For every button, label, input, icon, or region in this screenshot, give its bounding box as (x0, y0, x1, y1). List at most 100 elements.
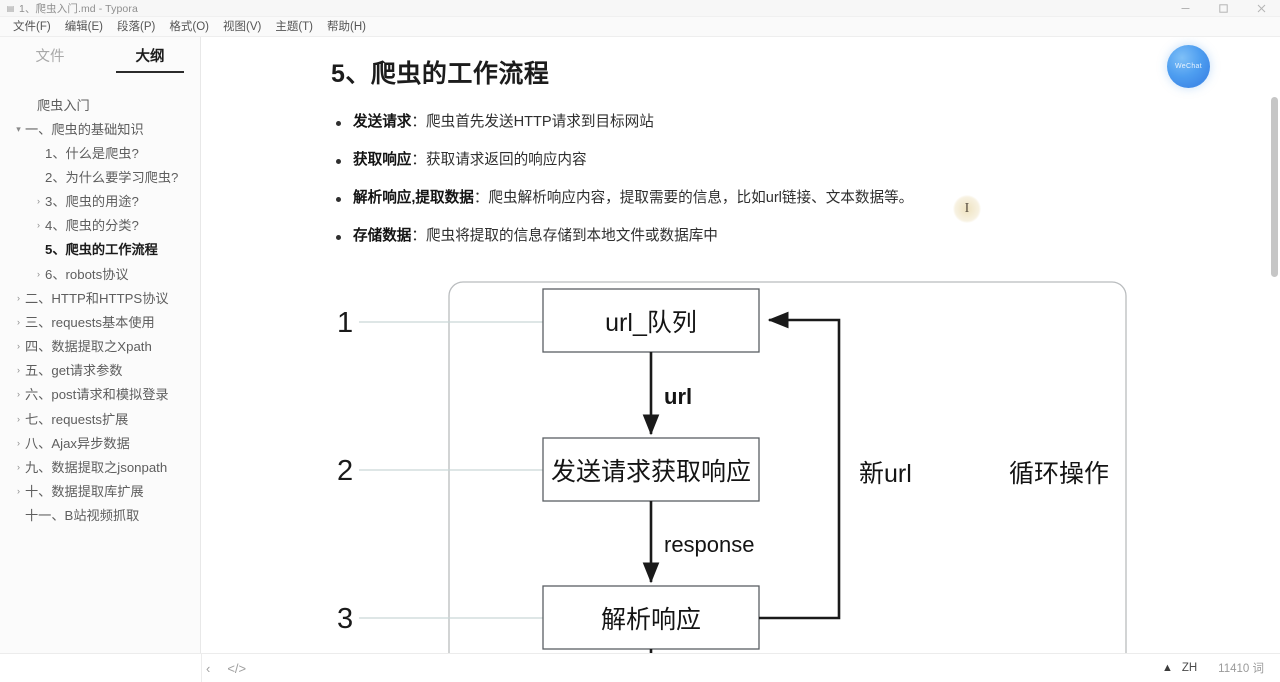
outline-list: 爬虫入门 ▾ 一、爬虫的基础知识 1、什么是爬虫? 2、为什么要学习爬虫? ›3、爬虫的用… (0, 79, 200, 653)
outline-item[interactable]: 2、为什么要学习爬虫? (8, 165, 192, 189)
document-icon: ▤ (6, 3, 15, 13)
menu-bar: 文件(F) 编辑(E) 段落(P) 格式(O) 视图(V) 主题(T) 帮助(H… (0, 17, 1280, 37)
chevron-right-icon[interactable]: › (17, 437, 20, 448)
menu-theme[interactable]: 主题(T) (275, 20, 314, 33)
step-number-1: 1 (337, 307, 353, 339)
outline-item-label: 八、Ajax异步数据 (25, 435, 130, 451)
page-title: 5、爬虫的工作流程 (331, 60, 550, 88)
i-beam-icon: I (964, 201, 970, 216)
chevron-left-icon[interactable]: ‹ (206, 660, 211, 676)
diagram-outer-frame (448, 281, 1127, 653)
outline-item[interactable]: ›6、robots协议 (8, 262, 192, 286)
bullet-sep: ： (411, 227, 426, 244)
outline-item-label: 4、爬虫的分类? (45, 218, 139, 234)
maximize-button[interactable] (1204, 0, 1242, 17)
menu-edit[interactable]: 编辑(E) (64, 20, 104, 33)
bullet-sep: ： (411, 152, 426, 169)
workflow-diagram: 1 2 3 url_队列 url 发送请求获取响应 (331, 274, 1127, 653)
outline-item-label: 六、post请求和模拟登录 (25, 387, 169, 403)
chevron-right-icon[interactable]: › (17, 389, 20, 400)
edge-label-response: response (664, 532, 755, 557)
step-number-3: 3 (337, 603, 353, 635)
window-title: 1、爬虫入门.md - Typora (19, 2, 138, 15)
source-code-icon[interactable]: </> (227, 660, 247, 676)
outline-item-label: 七、requests扩展 (25, 411, 129, 427)
annotation-loop: 循环操作 (1009, 460, 1109, 488)
menu-view[interactable]: 视图(V) (222, 20, 262, 33)
outline-item[interactable]: ›3、爬虫的用途? (8, 190, 192, 214)
bullet-text: 获取请求返回的响应内容 (426, 152, 587, 169)
chevron-right-icon[interactable]: › (17, 292, 20, 303)
tab-files[interactable]: 文件 (35, 49, 65, 65)
chevron-right-icon[interactable]: › (37, 268, 40, 279)
outline-item[interactable]: 1、什么是爬虫? (8, 141, 192, 165)
chevron-right-icon[interactable]: › (17, 461, 20, 472)
menu-file[interactable]: 文件(F) (13, 20, 51, 33)
outline-item-label: 十、数据提取库扩展 (25, 484, 144, 499)
outline-item[interactable]: › 4、爬虫的分类? (8, 214, 192, 238)
editor-area[interactable]: WeChat 5、爬虫的工作流程 发送请求：爬虫首先发送HTTP请求到目标网站 … (201, 37, 1280, 653)
outline-item[interactable]: › 十、数据提取库扩展 (8, 480, 192, 504)
tab-outline[interactable]: 大纲 (100, 45, 200, 73)
language-indicator[interactable]: ZH (1181, 662, 1198, 674)
outline-item-label: 一、爬虫的基础知识 (25, 121, 144, 137)
outline-item-label: 四、数据提取之Xpath (25, 339, 152, 355)
chevron-right-icon[interactable]: › (17, 486, 20, 496)
vertical-scrollbar[interactable] (1271, 97, 1278, 277)
outline-item[interactable]: 5、爬虫的工作流程 (8, 238, 192, 262)
bullet-text: 爬虫解析响应内容，提取需要的信息，比如url链接、文本数据等。 (488, 190, 914, 207)
outline-item[interactable]: › 五、get请求参数 (8, 359, 192, 383)
bullet-sep: ： (411, 114, 426, 131)
menu-format[interactable]: 格式(O) (169, 20, 209, 33)
workflow-diagram-svg: 1 2 3 url_队列 url 发送请求获取响应 (337, 281, 1127, 653)
chevron-right-icon[interactable]: › (37, 196, 40, 207)
chevron-right-icon[interactable]: › (17, 341, 20, 352)
word-count[interactable]: 11410 词 (1218, 663, 1264, 675)
outline-item-label: 5、爬虫的工作流程 (45, 242, 158, 258)
outline-item[interactable]: › 七、requests扩展 (8, 407, 192, 431)
outline-item[interactable]: › 八、Ajax异步数据 (8, 431, 192, 455)
outline-item[interactable]: › 六、post请求和模拟登录 (8, 383, 192, 407)
node-parse-response-box (542, 585, 760, 650)
outline-item-label: 五、get请求参数 (25, 363, 123, 379)
outline-item[interactable]: ▾ 一、爬虫的基础知识 (8, 117, 192, 141)
outline-item-label: 十一、B站视频抓取 (25, 508, 140, 524)
status-right-info: ▲ ZH 11410 词 (1162, 660, 1264, 676)
chevron-right-icon[interactable]: › (17, 365, 20, 376)
warning-icon[interactable]: ▲ (1161, 661, 1173, 674)
chevron-down-icon[interactable]: ▾ (16, 123, 21, 134)
outline-item-label: 爬虫入门 (37, 97, 90, 113)
chevron-right-icon[interactable]: › (37, 220, 40, 231)
node-parse-response-label: 解析响应 (601, 606, 701, 634)
edge-new-url-loop (759, 311, 841, 620)
node-send-request-label: 发送请求获取响应 (551, 458, 751, 486)
chevron-right-icon[interactable]: › (17, 316, 20, 327)
edge-label-url: url (664, 384, 692, 409)
window-controls (1166, 0, 1280, 17)
document-content: WeChat 5、爬虫的工作流程 发送请求：爬虫首先发送HTTP请求到目标网站 … (201, 37, 1280, 653)
brand-logo-text: WeChat (1175, 63, 1202, 70)
minimize-button[interactable] (1166, 0, 1204, 17)
chevron-right-icon[interactable]: › (17, 413, 20, 424)
outline-item[interactable]: 爬虫入门 (8, 93, 192, 117)
outline-item[interactable]: › 四、数据提取之Xpath (8, 335, 192, 359)
sidebar-tabs: 文件 大纲 (0, 37, 200, 79)
node-url-queue-label: url_队列 (605, 309, 697, 337)
list-item: 发送请求：爬虫首先发送HTTP请求到目标网站 (331, 112, 1240, 134)
status-left-tools: ‹ </> (0, 662, 246, 675)
outline-item[interactable]: ›三、requests基本使用 (8, 310, 192, 334)
outline-item[interactable]: ›二、HTTP和HTTPS协议 (8, 286, 192, 310)
bullet-sep: ： (473, 190, 489, 207)
menu-help[interactable]: 帮助(H) (327, 20, 366, 33)
bullet-list: 发送请求：爬虫首先发送HTTP请求到目标网站 获取响应：获取请求返回的响应内容 … (331, 112, 1240, 248)
close-button[interactable] (1242, 0, 1280, 17)
step-number-2: 2 (337, 455, 353, 487)
annotation-new-url: 新url (859, 460, 912, 488)
outline-item[interactable]: 十一、B站视频抓取 (8, 504, 192, 528)
body-row: 文件 大纲 爬虫入门 ▾ 一、爬虫的基础知识 1、什么是爬虫? 2、为什么要学习爬虫? ›… (0, 37, 1280, 653)
outline-item[interactable]: ›九、数据提取之jsonpath (8, 455, 192, 479)
node-url-queue-box (542, 288, 760, 353)
menu-paragraph[interactable]: 段落(P) (117, 20, 156, 33)
outline-item-label: 2、为什么要学习爬虫? (45, 169, 179, 185)
